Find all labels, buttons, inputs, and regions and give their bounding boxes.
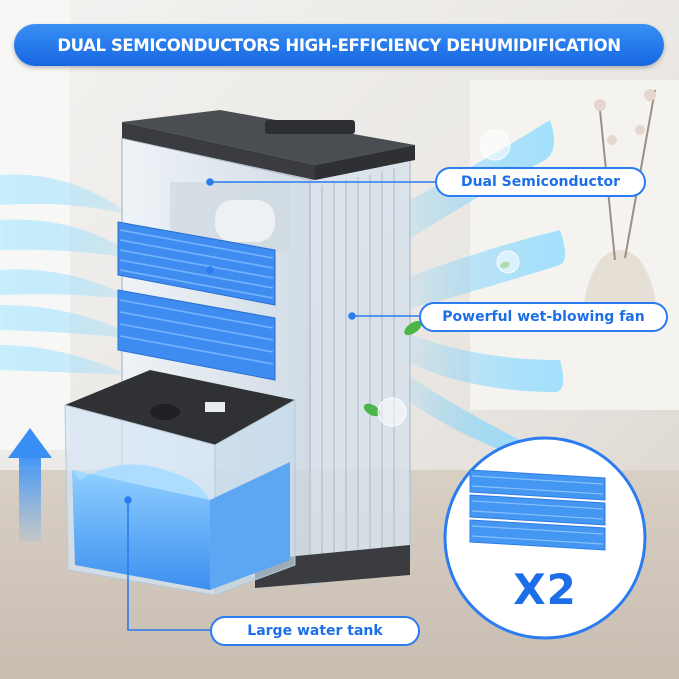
heatsink-x2-inset — [443, 436, 647, 640]
callout-large-water-tank: Large water tank — [210, 616, 420, 646]
bubble-decor — [377, 129, 520, 427]
heatsink-fins — [119, 229, 274, 365]
headline-text: DUAL SEMICONDUCTORS HIGH-EFFICIENCY DEHU… — [57, 35, 621, 55]
callout-wet-blowing-fan: Powerful wet-blowing fan — [419, 302, 668, 332]
up-arrow-icon — [8, 428, 52, 542]
tank-lid — [65, 370, 295, 445]
water-tank — [64, 399, 296, 596]
callout-dual-semiconductor: Dual Semiconductor — [435, 167, 646, 197]
headline-banner: DUAL SEMICONDUCTORS HIGH-EFFICIENCY DEHU… — [14, 24, 664, 66]
airflow-left — [0, 174, 140, 375]
callout-leader-lines — [124, 178, 435, 631]
quantity-label: X2 — [513, 565, 577, 614]
